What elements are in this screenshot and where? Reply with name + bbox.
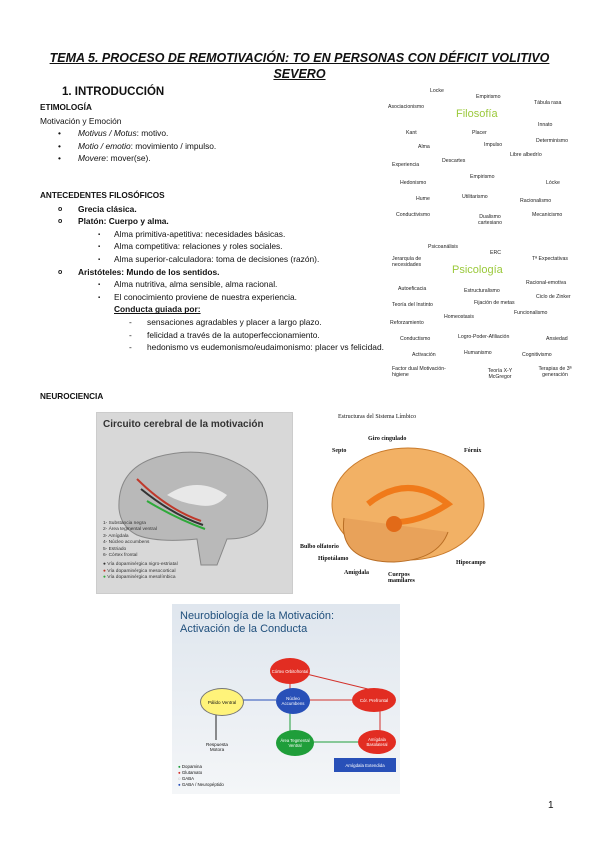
cloud-word: Fijación de metas <box>474 300 515 306</box>
list-item: Movere: mover(se). <box>40 152 385 165</box>
list-item: sensaciones agradables y placer a largo … <box>40 316 385 329</box>
cloud-word: Reforzamiento <box>390 320 424 326</box>
antecedentes-section: ANTECEDENTES FILOSÓFICOS Grecia clásica.… <box>40 190 385 354</box>
figure-title: Estructuras del Sistema Límbico <box>338 414 417 420</box>
list-item: Motio / emotio: movimiento / impulso. <box>40 140 385 153</box>
figure-legend: ● Dopamina ● Glutamato ○ GABA ● GABA / N… <box>178 764 224 787</box>
node-area-tegmental-ventral: Área Tegmental Ventral <box>276 730 314 756</box>
list-item: Aristóteles: Mundo de los sentidos. <box>40 266 385 279</box>
node-amigdala-basolateral: Amígdala Basolateral <box>358 730 396 754</box>
node-nucleo-accumbens: Núcleo Accumbens <box>276 688 310 714</box>
list-item: Platón: Cuerpo y alma. <box>40 215 385 228</box>
cloud-word: Lócke <box>546 180 560 186</box>
node-amigdala-extendida: Amígdala Extendida <box>334 758 396 772</box>
cloud-word: Factor dual Motivación-higiene <box>392 366 446 378</box>
cloud-word: Descartes <box>442 158 466 164</box>
cloud-word: Experiencia <box>392 162 420 168</box>
cloud-word: Ciclo de Zinker <box>536 294 571 300</box>
cloud-word: Teoría X-Y McGregor <box>487 368 513 380</box>
cloud-word: Racional-emotiva <box>526 280 567 286</box>
cloud-word: Tª Expectativas <box>532 256 568 262</box>
cloud-word: Funcionalismo <box>514 310 548 316</box>
cloud-word: Racionalismo <box>520 198 552 204</box>
cloud-word: Empirismo <box>470 174 495 180</box>
etimologia-subheading: Motivación y Emoción <box>40 115 122 126</box>
list-item: Motivus / Motus: motivo. <box>40 127 385 140</box>
list-item: Alma nutritiva, alma sensible, alma raci… <box>40 278 385 291</box>
node-cortex-prefrontal: Cór. Prefrontal <box>352 688 396 712</box>
conducta-heading: Conducta guiada por: <box>114 304 201 315</box>
node-palido-ventral: Pálido Ventral <box>200 688 244 716</box>
cloud-word: Activación <box>412 352 436 358</box>
limbic-brain-illustration <box>331 447 485 563</box>
respuesta-motora-label: Respuesta Motora <box>206 742 228 752</box>
cloud-word: Kant <box>406 130 417 136</box>
page-number: 1 <box>548 800 554 811</box>
neurociencia-heading: NEUROCIENCIA <box>40 392 104 401</box>
node-cortex-orbitofrontal: Córtex Orbitofrontal <box>270 658 310 684</box>
cloud-word: Asociacionismo <box>388 104 425 110</box>
etimologia-section: ETIMOLOGÍA Motivación y Emoción Motivus … <box>40 102 385 165</box>
figure-sistema-limbico: Estructuras del Sistema Límbico Septo Gi… <box>298 412 503 594</box>
figure-legend: 1- Substancia negra 2- Área tegmental ve… <box>103 521 178 581</box>
cloud-word: Hedonismo <box>400 180 427 186</box>
figure-neurobiologia: Neurobiología de la Motivación: Activaci… <box>172 604 400 794</box>
cloud-word: Humanismo <box>464 350 492 356</box>
antecedentes-heading: ANTECEDENTES FILOSÓFICOS <box>40 191 165 200</box>
cloud-word: Hume <box>416 196 430 202</box>
section-heading-introduccion: 1. INTRODUCCIÓN <box>62 86 165 98</box>
cloud-word: ERC <box>490 250 501 256</box>
cloud-word: Utilitarismo <box>462 194 488 200</box>
cloud-word: Locke <box>430 88 444 94</box>
list-item: Alma superior-calculadora: toma de decis… <box>40 253 385 266</box>
cloud-word-psicologia: Psicología <box>452 264 503 276</box>
page-title: TEMA 5. PROCESO DE REMOTIVACIÓN: TO EN P… <box>49 51 550 81</box>
cloud-word: Teoría del Instinto <box>392 302 433 308</box>
list-item: Grecia clásica. <box>40 203 385 216</box>
cloud-word: Alma <box>418 144 430 150</box>
etimologia-list: Motivus / Motus: motivo. Motio / emotio:… <box>40 127 385 165</box>
cloud-word: Impulso <box>484 142 503 148</box>
cloud-word: Empirismo <box>476 94 501 100</box>
cloud-word: Tábula rasa <box>534 100 562 106</box>
cloud-word: Psicoanálisis <box>428 244 458 250</box>
cloud-word: Ansiedad <box>546 336 568 342</box>
figure-title: Circuito cerebral de la motivación <box>103 419 264 430</box>
list-item: El conocimiento proviene de nuestra expe… <box>40 291 385 304</box>
list-item: Alma primitiva-apetitiva: necesidades bá… <box>40 228 385 241</box>
brain-sagittal-illustration <box>118 451 269 566</box>
etimologia-heading: ETIMOLOGÍA <box>40 103 92 112</box>
word-cloud: Locke Empirismo Tábula rasa Asociacionis… <box>386 86 581 386</box>
cloud-word: Logro-Poder-Afiliación <box>458 334 510 340</box>
cloud-word: Cognitivismo <box>522 352 552 358</box>
cloud-word: Conductismo <box>400 336 431 342</box>
cloud-word: Dualismo cartesiano <box>478 214 502 226</box>
cloud-word: Conductivismo <box>396 212 431 218</box>
cloud-word-filosofia: Filosofía <box>456 108 498 120</box>
figure-title: Neurobiología de la Motivación: Activaci… <box>180 610 335 635</box>
cloud-word: Estructuralismo <box>464 288 500 294</box>
cloud-word: Innato <box>538 122 553 128</box>
cloud-word: Libre albedrío <box>510 152 542 158</box>
list-item: felicidad a través de la autoperfecciona… <box>40 329 385 342</box>
cloud-word: Placer <box>472 130 487 136</box>
cloud-word: Homeostasis <box>444 314 474 320</box>
list-item: Alma competitiva: relaciones y roles soc… <box>40 240 385 253</box>
cloud-word: Jerarquía de necesidades <box>392 256 422 268</box>
cloud-word: Determinismo <box>536 138 568 144</box>
cloud-word: Autoeficacia <box>398 286 427 292</box>
list-item: hedonismo vs eudemonismo/eudaimonismo: p… <box>40 341 387 354</box>
cloud-word: Terapias de 3ª generación <box>538 366 572 378</box>
cloud-word: Mecanicismo <box>532 212 563 218</box>
figure-circuito-cerebral: Circuito cerebral de la motivación 1- Su… <box>96 412 293 594</box>
